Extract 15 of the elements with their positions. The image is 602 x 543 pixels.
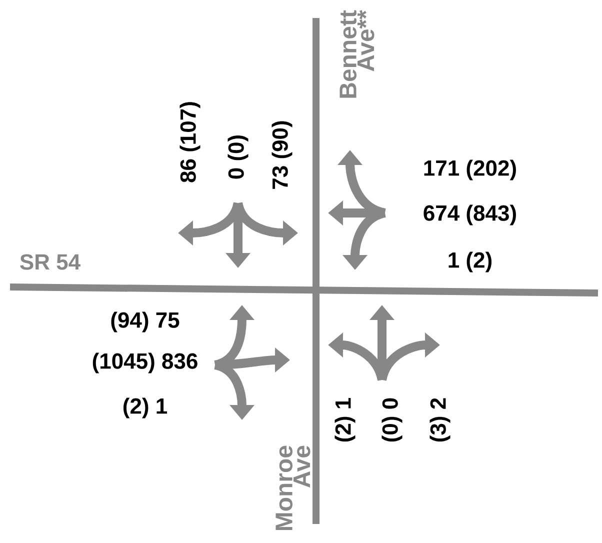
volume-label: (2) 1 (123, 398, 167, 418)
volume-label: 73 (90) (272, 121, 292, 189)
volume-label: (2) 1 (334, 398, 356, 442)
volume-label: 86 (107) (180, 102, 200, 182)
street-label: SR 54 (20, 254, 80, 270)
volume-label: 171 (202) (424, 160, 516, 180)
street-label: Bennett Ave** (340, 10, 374, 98)
street-label: Monroe Ave (276, 446, 310, 530)
volume-label: 1 (2) (448, 252, 492, 272)
volume-label: 674 (843) (424, 204, 516, 226)
volume-label: (0) 0 (382, 398, 402, 442)
volume-label: (1045) 836 (92, 352, 198, 374)
volume-label: (94) 75 (111, 312, 180, 332)
volume-label: 0 (0) (228, 136, 248, 179)
volume-label: (3) 2 (430, 398, 450, 442)
